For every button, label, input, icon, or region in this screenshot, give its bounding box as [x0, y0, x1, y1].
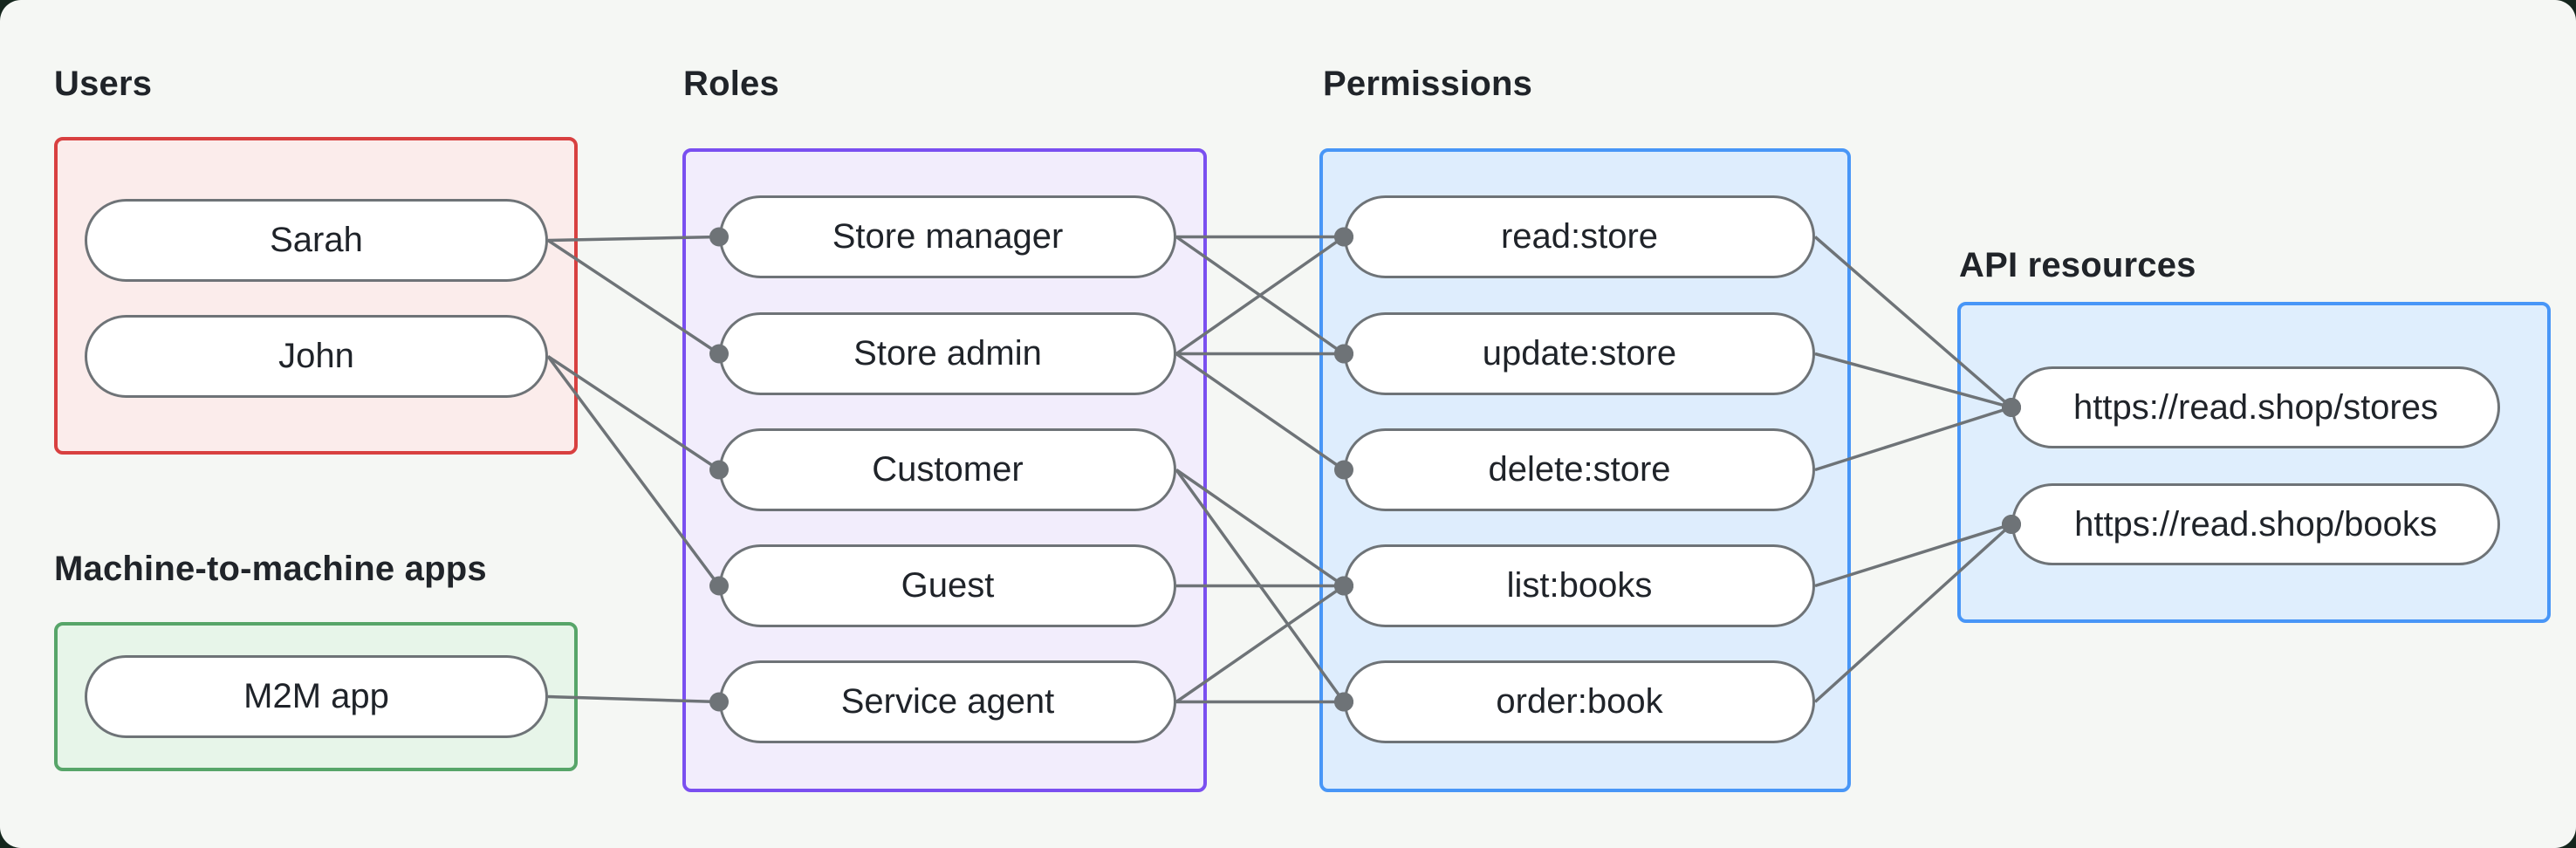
- role-node-guest: Guest: [719, 544, 1176, 627]
- permission-node-delete-store: delete:store: [1344, 428, 1815, 511]
- user-node-john: John: [85, 315, 548, 398]
- api-resources-group-box: [1957, 302, 2551, 623]
- api-node-read-shop-stores: https://read.shop/stores: [2011, 366, 2500, 448]
- permission-node-update-store: update:store: [1344, 312, 1815, 395]
- users-group-label: Users: [54, 65, 153, 103]
- role-node-store-manager: Store manager: [719, 195, 1176, 278]
- permission-node-read-store: read:store: [1344, 195, 1815, 278]
- permissions-group-label: Permissions: [1323, 65, 1533, 103]
- permission-node-list-books: list:books: [1344, 544, 1815, 627]
- api-resources-group-label: API resources: [1959, 246, 2196, 284]
- role-node-customer: Customer: [719, 428, 1176, 511]
- user-node-sarah: Sarah: [85, 199, 548, 282]
- role-node-service-agent: Service agent: [719, 660, 1176, 743]
- role-node-store-admin: Store admin: [719, 312, 1176, 395]
- m2m-apps-group-label: Machine-to-machine apps: [54, 550, 487, 588]
- permission-node-order-book: order:book: [1344, 660, 1815, 743]
- api-node-read-shop-books: https://read.shop/books: [2011, 483, 2500, 565]
- m2m-app-node: M2M app: [85, 655, 548, 738]
- roles-group-label: Roles: [683, 65, 779, 103]
- users-group-box: [54, 137, 578, 455]
